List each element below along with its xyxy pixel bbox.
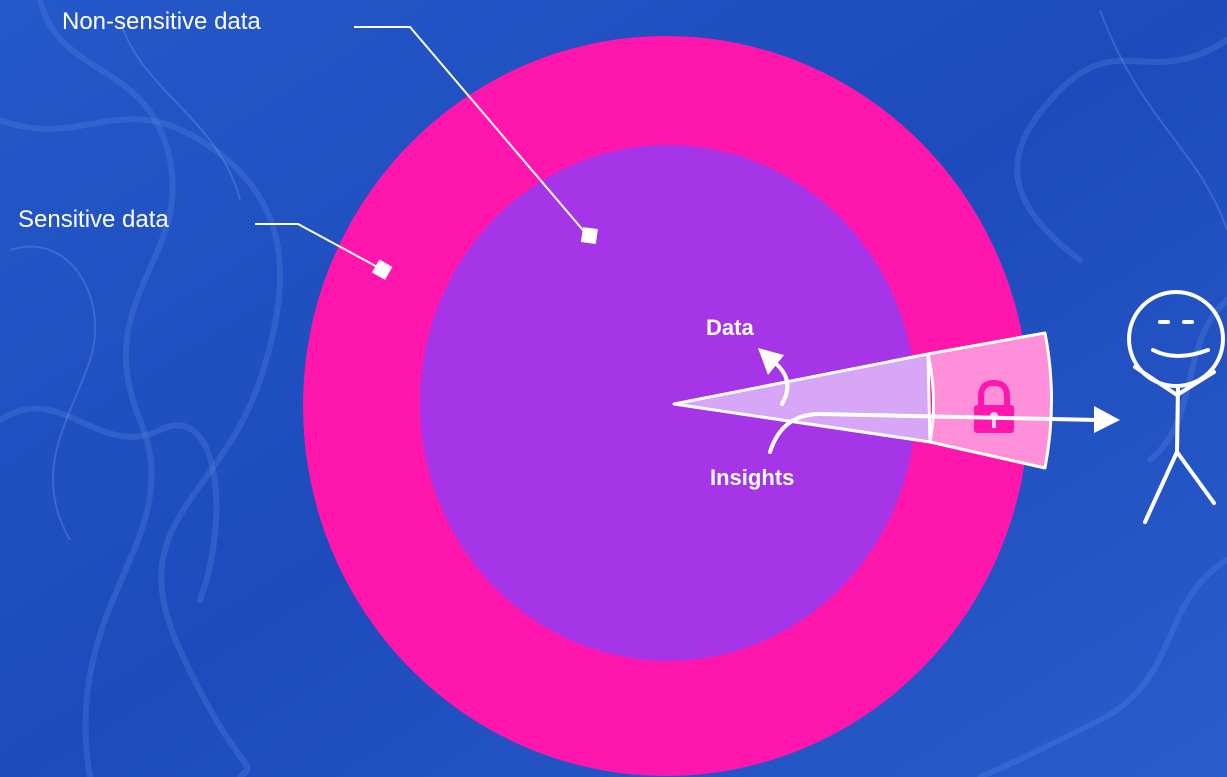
data-access-wedge-outer (926, 331, 1053, 470)
data-flow-arrow (772, 360, 790, 406)
non-sensitive-data-label: Non-sensitive data (62, 8, 261, 35)
sensitive-callout (255, 223, 393, 280)
data-flow-arrowhead (758, 348, 784, 375)
non-sensitive-data-circle (420, 145, 916, 661)
sensitive-data-label: Sensitive data (18, 206, 169, 233)
non-sensitive-callout (354, 26, 598, 245)
data-access-wedge-inner (672, 352, 932, 444)
insights-label: Insights (710, 465, 795, 490)
data-label: Data (706, 315, 754, 340)
background-texture-thin (9, 9, 1227, 541)
insights-flow-arrowhead (1094, 406, 1120, 433)
insights-flow-arrow (768, 411, 1100, 454)
stick-figure-icon (1127, 290, 1225, 524)
